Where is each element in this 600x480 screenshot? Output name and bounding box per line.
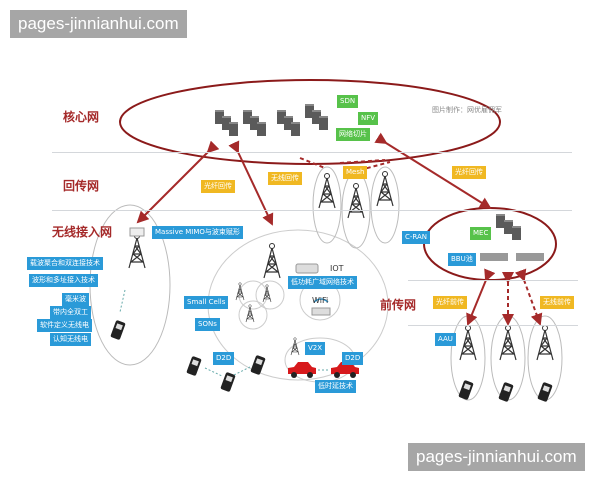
divider-cran [408,280,578,281]
tag-fiber-backhaul: 光纤回传 [201,180,235,193]
tag-mesh: Mesh [343,166,368,179]
tag-waveform: 波形和多址接入技术 [29,274,98,287]
tag-lpwan: 低功耗广域网络技术 [288,276,357,289]
tag-bbu-pool: BBU池 [448,253,476,266]
tag-massive-mimo: Massive MIMO与波束赋形 [152,226,243,239]
tag-cognitive-radio: 认知无线电 [50,333,91,346]
tag-v2x: V2X [305,342,326,355]
tag-d2d-left: D2D [213,352,235,365]
tag-low-latency: 低时延技术 [315,380,356,393]
tag-mmwave: 毫米波 [62,293,89,306]
layer-label-ran: 无线接入网 [52,225,113,239]
image-credit: 图片制作：网优雇佣军 [432,106,502,114]
tag-small-cells: Small Cells [184,296,229,309]
tag-sons: SONs [195,318,220,331]
tag-nfv: NFV [358,112,379,125]
tag-full-duplex: 带内全双工 [50,306,91,319]
tag-sdn: SDN [337,95,359,108]
tag-fiber-fronthaul: 光纤前传 [433,296,467,309]
watermark-top: pages-jinnianhui.com [10,10,187,38]
divider-core [52,152,572,153]
watermark-bottom: pages-jinnianhui.com [408,443,585,471]
tag-wireless-fronthaul: 无线前传 [540,296,574,309]
divider-fronthaul [408,325,578,326]
tag-sdr: 软件定义无线电 [37,319,92,332]
tag-aau: AAU [435,333,456,346]
tag-network-slicing: 网络切片 [336,128,370,141]
label-wifi: WiFi [312,296,329,305]
layer-label-fronthaul: 前传网 [380,298,417,312]
tag-d2d-right: D2D [342,352,364,365]
tag-cran: C-RAN [402,231,431,244]
tag-fiber-backhaul-right: 光纤回传 [452,166,486,179]
tag-mec: MEC [470,227,492,240]
tag-carrier-aggregation: 载波聚合和双连接技术 [27,257,103,270]
tag-wireless-backhaul: 无线回传 [268,172,302,185]
divider-backhaul [52,210,572,211]
label-iot: IOT [330,264,344,273]
layer-label-backhaul: 回传网 [63,179,100,193]
layer-label-core: 核心网 [63,110,100,124]
